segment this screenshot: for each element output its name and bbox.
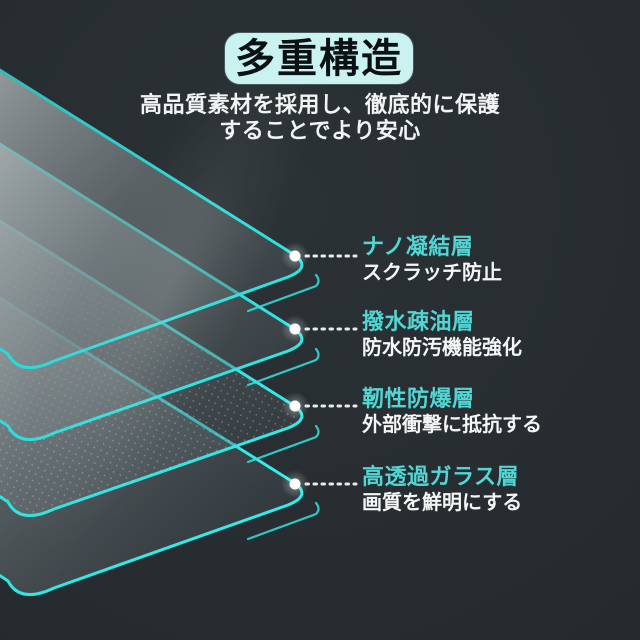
layer-description: 画質を鮮明にする: [362, 492, 523, 514]
subtitle-line-1: 高品質素材を採用し、徹底的に保護: [139, 92, 500, 117]
subtitle-line-2: することでより安心: [219, 118, 421, 143]
layer-name: 高透過ガラス層: [362, 464, 520, 489]
glass-thickness-edges: [246, 273, 320, 541]
layer-label-nano-condensation: ナノ凝結層 スクラッチ防止: [362, 234, 592, 285]
layer-name: 撥水疎油層: [362, 309, 475, 334]
connector-dot: [289, 250, 301, 262]
layer-description: 防水防汚機能強化: [362, 337, 522, 359]
subtitle: 高品質素材を採用し、徹底的に保護 することでより安心: [0, 92, 640, 144]
layer-description: スクラッチ防止: [362, 262, 502, 284]
layer-name: ナノ凝結層: [362, 234, 474, 259]
connector-dot: [289, 478, 301, 490]
page-title: 多重構造: [235, 36, 403, 81]
layer-label-shatterproof: 靭性防爆層 外部衝撃に抵抗する: [362, 386, 592, 437]
layer-description: 外部衝撃に抵抗する: [362, 414, 542, 436]
connector-dot: [289, 400, 301, 412]
connector-dot: [289, 323, 301, 335]
title-badge: 多重構造: [225, 33, 413, 84]
layer-label-water-oil-repellent: 撥水疎油層 防水防汚機能強化: [362, 309, 592, 360]
connector-dots: [281, 242, 309, 498]
layer-label-high-transparency-glass: 高透過ガラス層 画質を鮮明にする: [362, 464, 592, 515]
reflection-highlight: [16, 34, 314, 556]
layer-name: 靭性防爆層: [362, 386, 475, 411]
